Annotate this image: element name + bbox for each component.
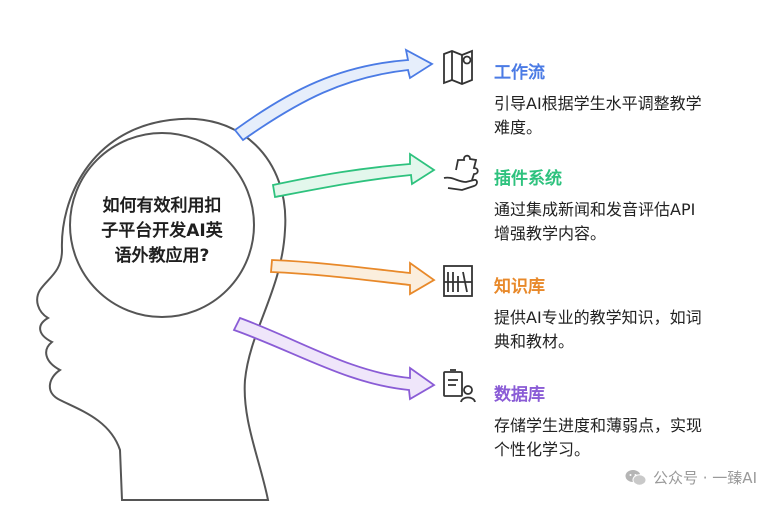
item-workflow-desc: 引导AI根据学生水平调整教学 难度。	[494, 92, 772, 140]
item-workflow-desc-line-2: 难度。	[494, 118, 543, 137]
puzzle-hand-icon	[443, 154, 479, 191]
item-plugin-system-title: 插件系统	[494, 169, 562, 189]
item-database-title: 数据库	[494, 385, 545, 405]
wechat-icon	[625, 469, 647, 486]
central-question: 如何有效利用扣 子平台开发AI英 语外教应用?	[80, 194, 244, 269]
item-plugin-system-desc-line-1: 通过集成新闻和发音评估API	[494, 200, 696, 219]
item-database-desc-line-2: 个性化学习。	[494, 440, 591, 459]
item-knowledge-base-desc-line-1: 提供AI专业的教学知识，如词	[494, 308, 702, 327]
item-database-desc-line-1: 存储学生进度和薄弱点，实现	[494, 416, 703, 435]
item-plugin-system-desc: 通过集成新闻和发音评估API 增强教学内容。	[494, 198, 772, 246]
item-database-desc: 存储学生进度和薄弱点，实现 个性化学习。	[494, 414, 772, 462]
bookshelf-icon	[443, 265, 473, 297]
map-icon	[443, 49, 473, 85]
clipboard-user-icon	[443, 369, 476, 403]
central-question-line-3: 语外教应用?	[114, 246, 210, 266]
central-question-line-2: 子平台开发AI英	[101, 221, 223, 241]
arrow-plugin-system	[271, 152, 436, 199]
item-knowledge-base-title: 知识库	[494, 277, 545, 297]
center-circle	[69, 132, 255, 318]
item-workflow-desc-line-1: 引导AI根据学生水平调整教学	[494, 94, 702, 113]
watermark-text: 公众号 · 一臻AI	[653, 469, 757, 487]
arrow-knowledge-base	[270, 259, 436, 296]
item-knowledge-base-desc: 提供AI专业的教学知识，如词 典和教材。	[494, 306, 772, 354]
arrow-database	[232, 316, 436, 401]
item-workflow-title: 工作流	[494, 63, 545, 83]
item-knowledge-base-desc-line-2: 典和教材。	[494, 332, 575, 351]
watermark: 公众号 · 一臻AI	[625, 467, 757, 488]
central-question-line-1: 如何有效利用扣	[102, 196, 222, 216]
arrow-workflow	[233, 48, 434, 142]
item-plugin-system-desc-line-2: 增强教学内容。	[494, 224, 607, 243]
